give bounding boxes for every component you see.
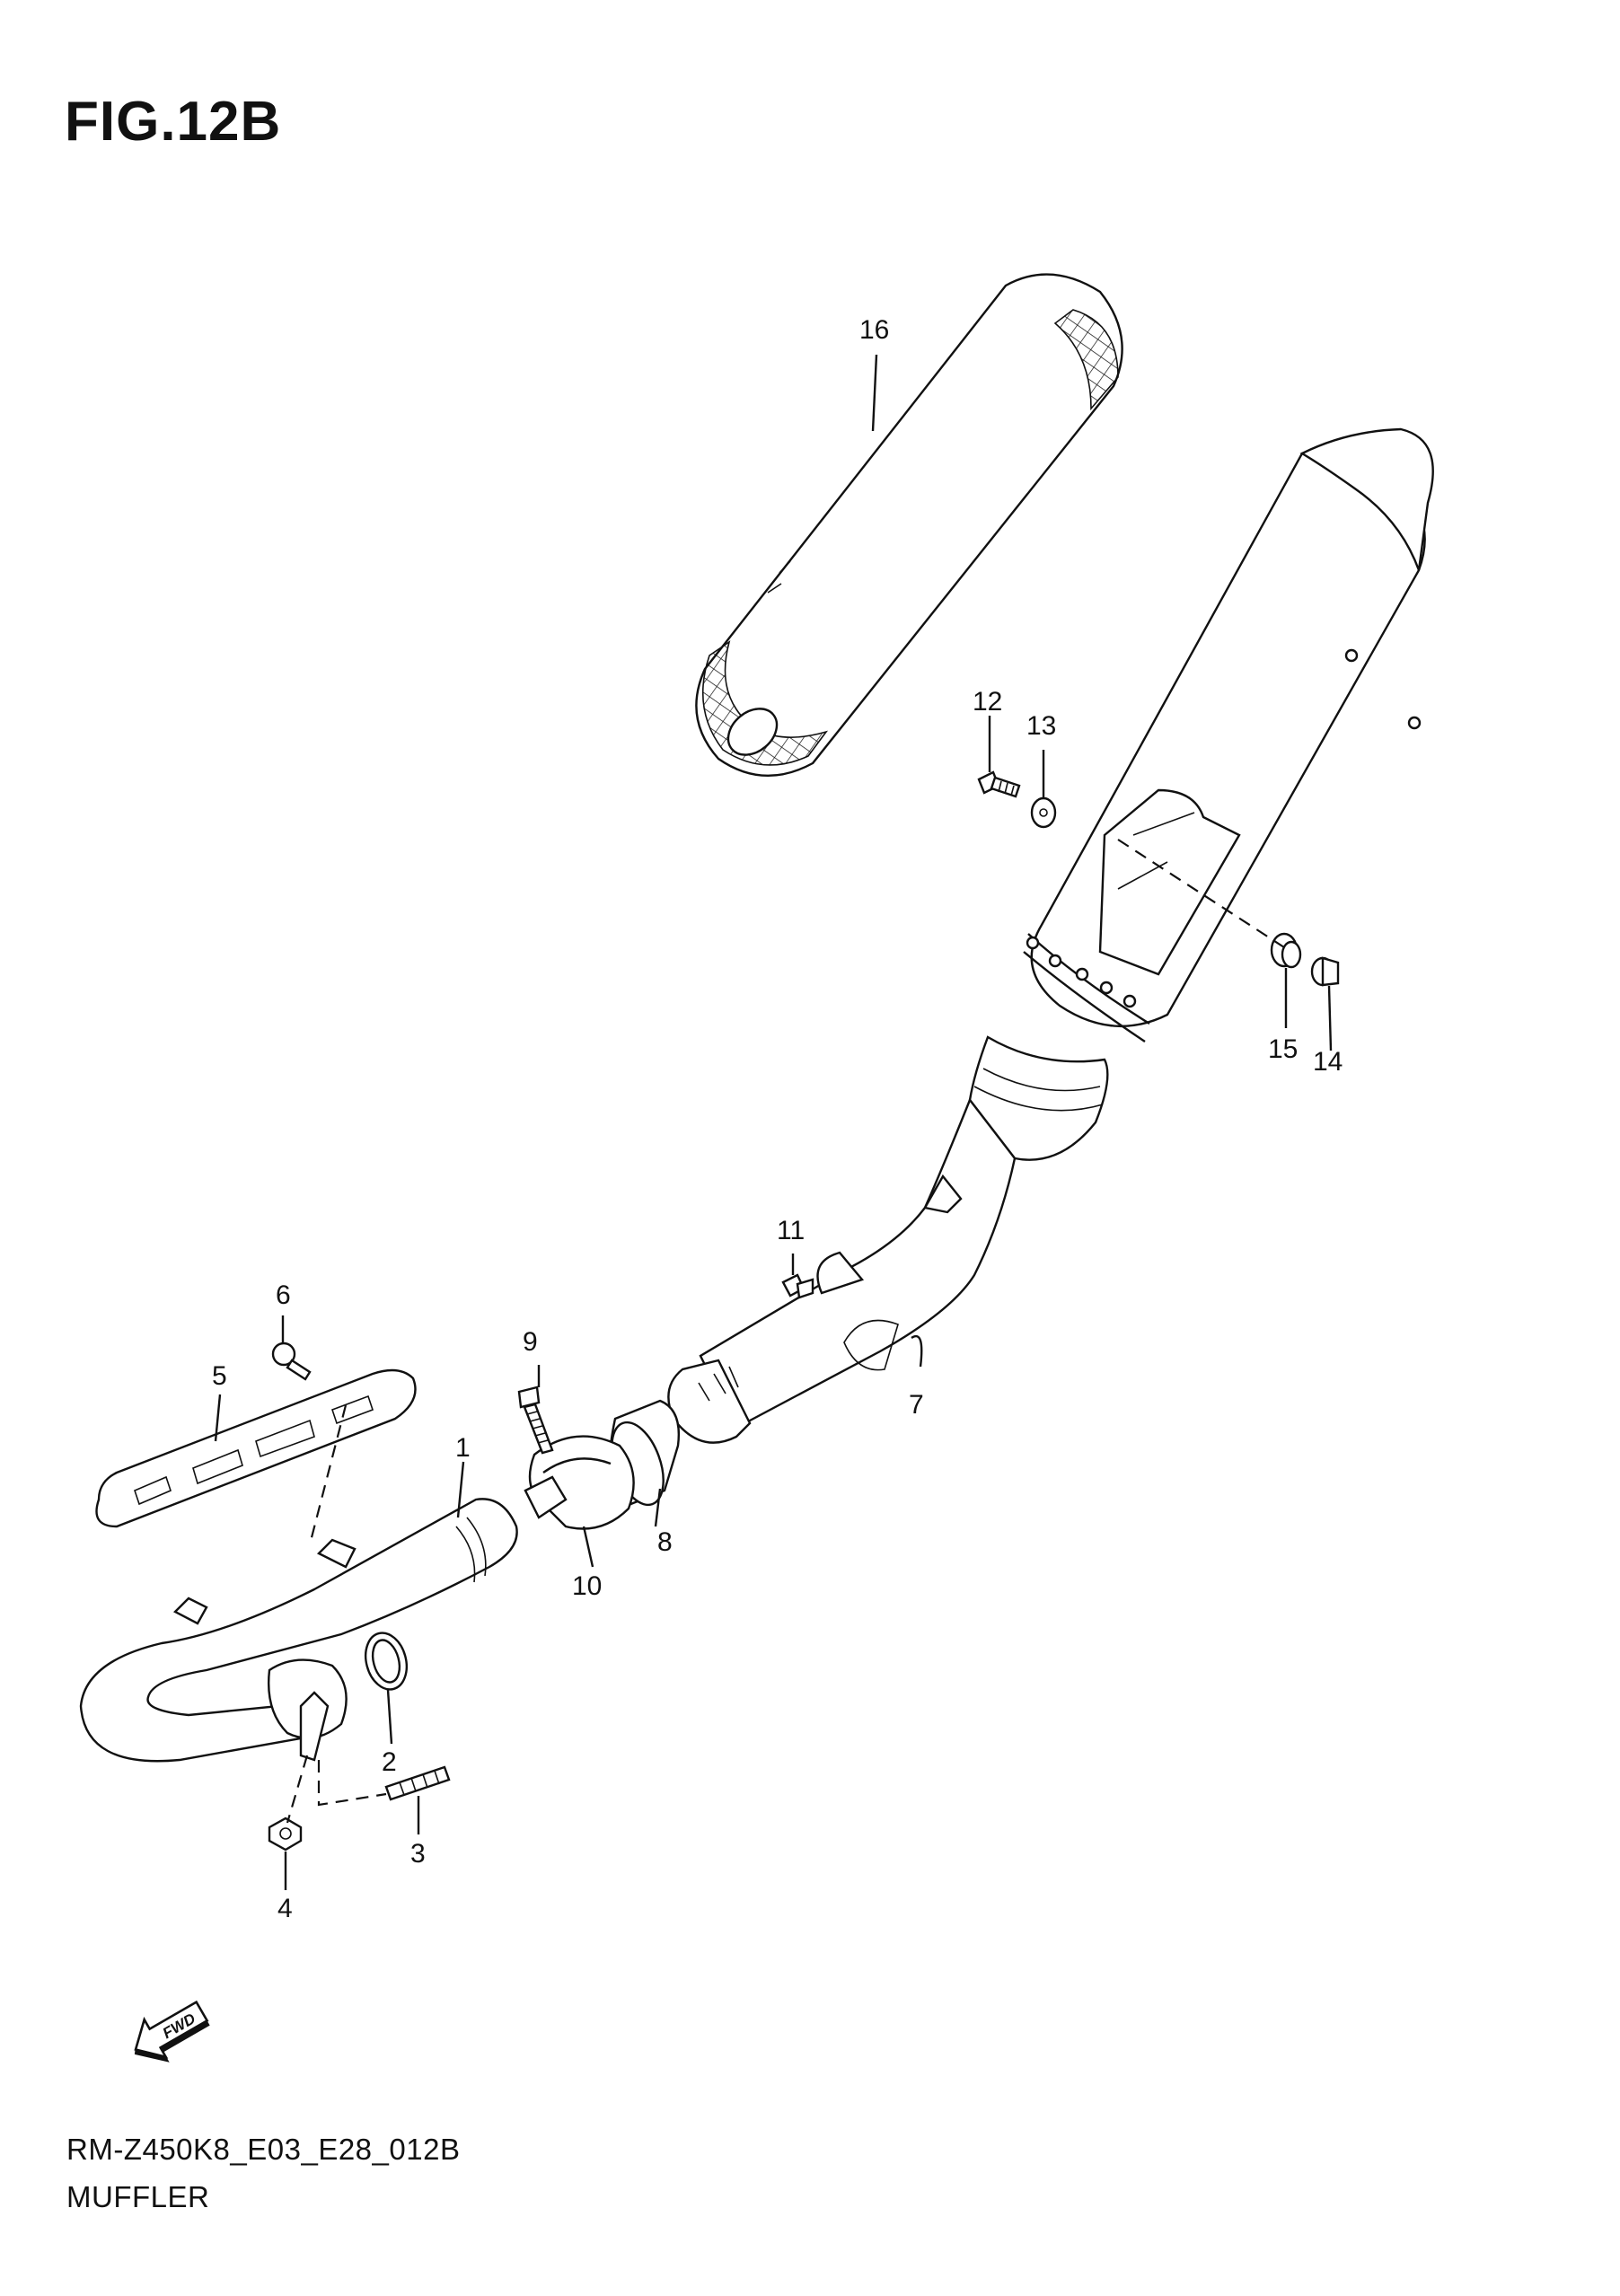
gasket-ring-part <box>364 1632 409 1691</box>
fwd-arrow-icon: FWD <box>134 2000 210 2063</box>
clamp-bolt-part <box>517 1386 554 1455</box>
callout-11: 11 <box>777 1216 805 1245</box>
collar-part <box>1310 956 1340 987</box>
figure-title: FIG.12B <box>65 91 282 153</box>
grommet-part <box>1270 932 1302 969</box>
callout-16: 16 <box>859 315 889 345</box>
callout-3: 3 <box>410 1839 426 1869</box>
callout-labels: 16 12 13 15 14 11 7 6 5 9 1 8 10 2 3 4 <box>212 315 1343 1923</box>
callout-9: 9 <box>523 1327 538 1357</box>
bracket-bolt-part <box>781 1273 814 1299</box>
heat-guard-part <box>95 1368 417 1528</box>
callout-6: 6 <box>276 1280 291 1310</box>
callout-4: 4 <box>277 1894 293 1923</box>
callout-12: 12 <box>973 687 1002 717</box>
callout-13: 13 <box>1026 711 1056 741</box>
callout-10: 10 <box>572 1571 602 1601</box>
washer-part <box>1030 796 1057 829</box>
assembly-guide-lines <box>286 839 1285 1824</box>
callout-8: 8 <box>657 1527 673 1557</box>
callout-1: 1 <box>455 1433 471 1463</box>
clamp-part <box>524 1435 635 1530</box>
callout-2: 2 <box>382 1747 397 1777</box>
exhaust-head-pipe-part <box>79 1498 518 1763</box>
callout-14: 14 <box>1313 1047 1343 1077</box>
muffler-cover-part <box>695 273 1123 778</box>
mount-bolt-part <box>977 770 1021 798</box>
callout-15: 15 <box>1268 1034 1298 1064</box>
callout-5: 5 <box>212 1361 227 1391</box>
section-name: MUFFLER <box>66 2180 210 2213</box>
leader-lines <box>214 354 1333 1890</box>
silencer-body-part <box>667 427 1434 1444</box>
model-code: RM-Z450K8_E03_E28_012B <box>66 2133 461 2166</box>
nut-part <box>268 1817 303 1852</box>
callout-7: 7 <box>909 1390 924 1420</box>
stud-part <box>384 1765 451 1801</box>
guard-bolt-part <box>271 1342 312 1381</box>
